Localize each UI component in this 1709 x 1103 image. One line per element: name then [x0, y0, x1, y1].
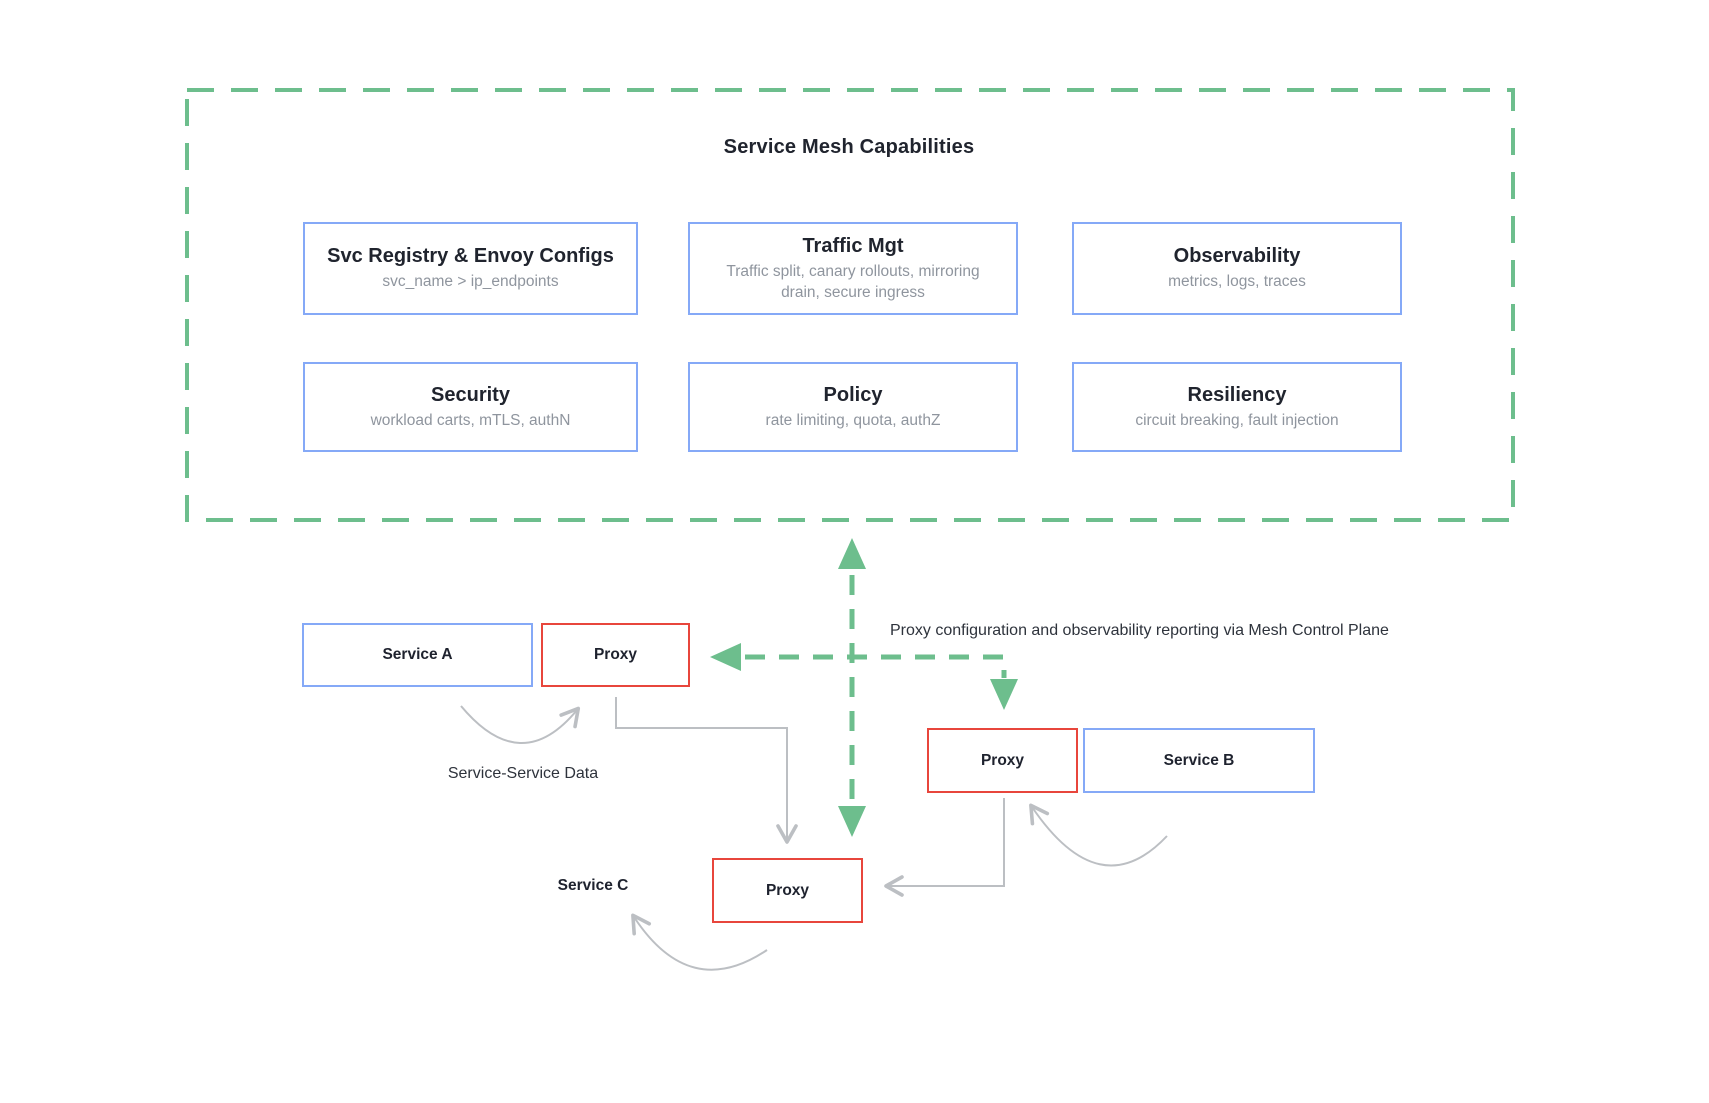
service-b-to-proxy-b-arc — [1029, 803, 1168, 867]
down-arrowhead-to-proxy-b — [990, 679, 1018, 710]
capability-observability: Observability metrics, logs, traces — [1072, 222, 1402, 315]
capability-title: Svc Registry & Envoy Configs — [327, 245, 614, 268]
control-plane-horizontal-dashed-line — [745, 654, 1007, 678]
capability-title: Observability — [1173, 245, 1301, 268]
capability-traffic-mgt: Traffic Mgt Traffic split, canary rollou… — [688, 222, 1018, 315]
capability-subtitle: Traffic split, canary rollouts, mirrorin… — [726, 263, 980, 301]
left-arrowhead-to-proxy-a — [710, 643, 741, 671]
capability-subtitle: circuit breaking, fault injection — [1135, 411, 1339, 429]
capability-policy: Policy rate limiting, quota, authZ — [688, 362, 1018, 452]
proxy-b-box: Proxy — [927, 728, 1078, 793]
proxy-c-to-service-c-arc — [631, 913, 768, 971]
up-arrowhead-to-mesh — [838, 538, 866, 569]
capability-subtitle: rate limiting, quota, authZ — [765, 411, 941, 429]
capability-svc-registry: Svc Registry & Envoy Configs svc_name > … — [303, 222, 638, 315]
mesh-capabilities-container — [185, 88, 1515, 522]
service-b-box: Service B — [1083, 728, 1315, 793]
control-plane-annotation: Proxy configuration and observability re… — [890, 622, 1389, 639]
proxy-c-box: Proxy — [712, 858, 863, 923]
capability-title: Resiliency — [1187, 383, 1287, 406]
capability-security: Security workload carts, mTLS, authN — [303, 362, 638, 452]
service-service-data-annotation: Service-Service Data — [447, 765, 599, 782]
capability-subtitle: metrics, logs, traces — [1168, 273, 1306, 291]
mesh-capabilities-title: Service Mesh Capabilities — [723, 136, 975, 158]
service-a-box: Service A — [302, 623, 533, 687]
proxy-b-to-proxy-c-arrow — [884, 798, 1005, 897]
capability-title: Security — [431, 383, 510, 406]
proxy-a-box: Proxy — [541, 623, 690, 687]
service-a-to-proxy-a-arc — [460, 705, 581, 744]
down-arrowhead-to-proxy-c — [838, 806, 866, 837]
capability-title: Policy — [823, 383, 883, 406]
capability-subtitle: workload carts, mTLS, authN — [370, 411, 571, 429]
proxy-a-to-proxy-c-arrow — [615, 697, 798, 844]
capability-title: Traffic Mgt — [802, 235, 904, 258]
capability-subtitle: svc_name > ip_endpoints — [382, 273, 559, 291]
service-c-label: Service C — [557, 877, 629, 894]
capability-resiliency: Resiliency circuit breaking, fault injec… — [1072, 362, 1402, 452]
